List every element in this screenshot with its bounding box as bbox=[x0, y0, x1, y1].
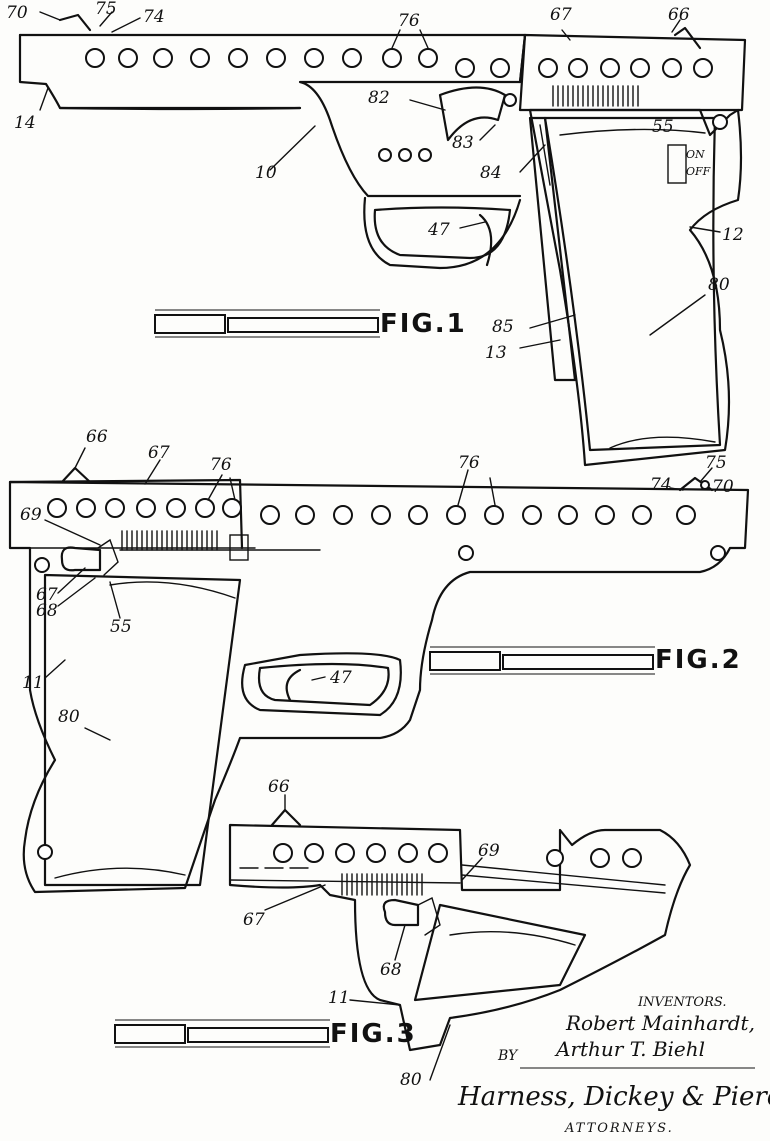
fig1-pistol bbox=[18, 11, 747, 467]
attorneys-label: ATTORNEYS. bbox=[564, 1121, 674, 1136]
inventor-1: Robert Mainhardt, bbox=[565, 1011, 755, 1035]
fig2-label-47: 47 bbox=[329, 668, 352, 688]
fig3-label-80: 80 bbox=[400, 1070, 422, 1090]
fig1-label-74: 74 bbox=[143, 7, 165, 27]
fig1-label-85: 85 bbox=[492, 317, 514, 337]
fig2-label-67: 67 bbox=[148, 443, 170, 463]
fig2-label-76b: 76 bbox=[458, 453, 480, 473]
fig3-label-69: 69 bbox=[478, 841, 500, 861]
fig1-label-10: 10 bbox=[255, 163, 277, 183]
fig1-label-67: 67 bbox=[550, 5, 572, 25]
fig3-label-68: 68 bbox=[380, 960, 402, 980]
fig1-label-13: 13 bbox=[485, 343, 507, 363]
fig1-caption: FIG.1 bbox=[380, 309, 467, 339]
fig1-label-47: 47 bbox=[427, 220, 450, 240]
fig2-label-70: 70 bbox=[712, 477, 734, 497]
fig2-label-74: 74 bbox=[650, 475, 672, 495]
switch-off-label: OFF bbox=[686, 165, 711, 178]
fig1-label-70: 70 bbox=[6, 3, 28, 23]
fig1-label-82: 82 bbox=[368, 88, 390, 108]
fig1-label-84: 84 bbox=[480, 163, 502, 183]
fig2-label-11: 11 bbox=[22, 673, 44, 693]
fig2-label-66: 66 bbox=[86, 427, 108, 447]
fig2-label-76a: 76 bbox=[210, 455, 232, 475]
fig3-label-67: 67 bbox=[243, 910, 265, 930]
fig2-label-75: 75 bbox=[705, 453, 727, 473]
fig1-label-55: 55 bbox=[652, 117, 674, 137]
fig3-label-66: 66 bbox=[268, 777, 290, 797]
fig3-caption: FIG.3 bbox=[330, 1019, 417, 1049]
by-label: BY bbox=[497, 1048, 519, 1064]
fig1-label-66: 66 bbox=[668, 5, 690, 25]
fig1-label-76: 76 bbox=[398, 11, 420, 31]
fig1-label-83: 83 bbox=[452, 133, 474, 153]
fig2-label-67b: 67 bbox=[36, 585, 58, 605]
inventors-heading: INVENTORS. bbox=[637, 995, 726, 1010]
fig2-label-68: 68 bbox=[36, 601, 58, 621]
attorney-firm-signature: Harness, Dickey & Pierce bbox=[457, 1082, 770, 1112]
fig2-caption: FIG.2 bbox=[655, 645, 742, 675]
fig1-label-80: 80 bbox=[708, 275, 730, 295]
inventor-2: Arthur T. Biehl bbox=[554, 1037, 705, 1061]
switch-on-label: ON bbox=[686, 148, 705, 161]
fig1-label-14: 14 bbox=[14, 113, 36, 133]
fig2-label-55: 55 bbox=[110, 617, 132, 637]
fig2-label-80: 80 bbox=[58, 707, 80, 727]
fig1-label-12: 12 bbox=[722, 225, 744, 245]
fig3-label-11: 11 bbox=[328, 988, 350, 1008]
fig2-pistol bbox=[8, 447, 750, 894]
fig1-label-75: 75 bbox=[95, 0, 117, 19]
fig3-pistol bbox=[114, 794, 692, 1081]
fig2-label-69: 69 bbox=[20, 505, 42, 525]
